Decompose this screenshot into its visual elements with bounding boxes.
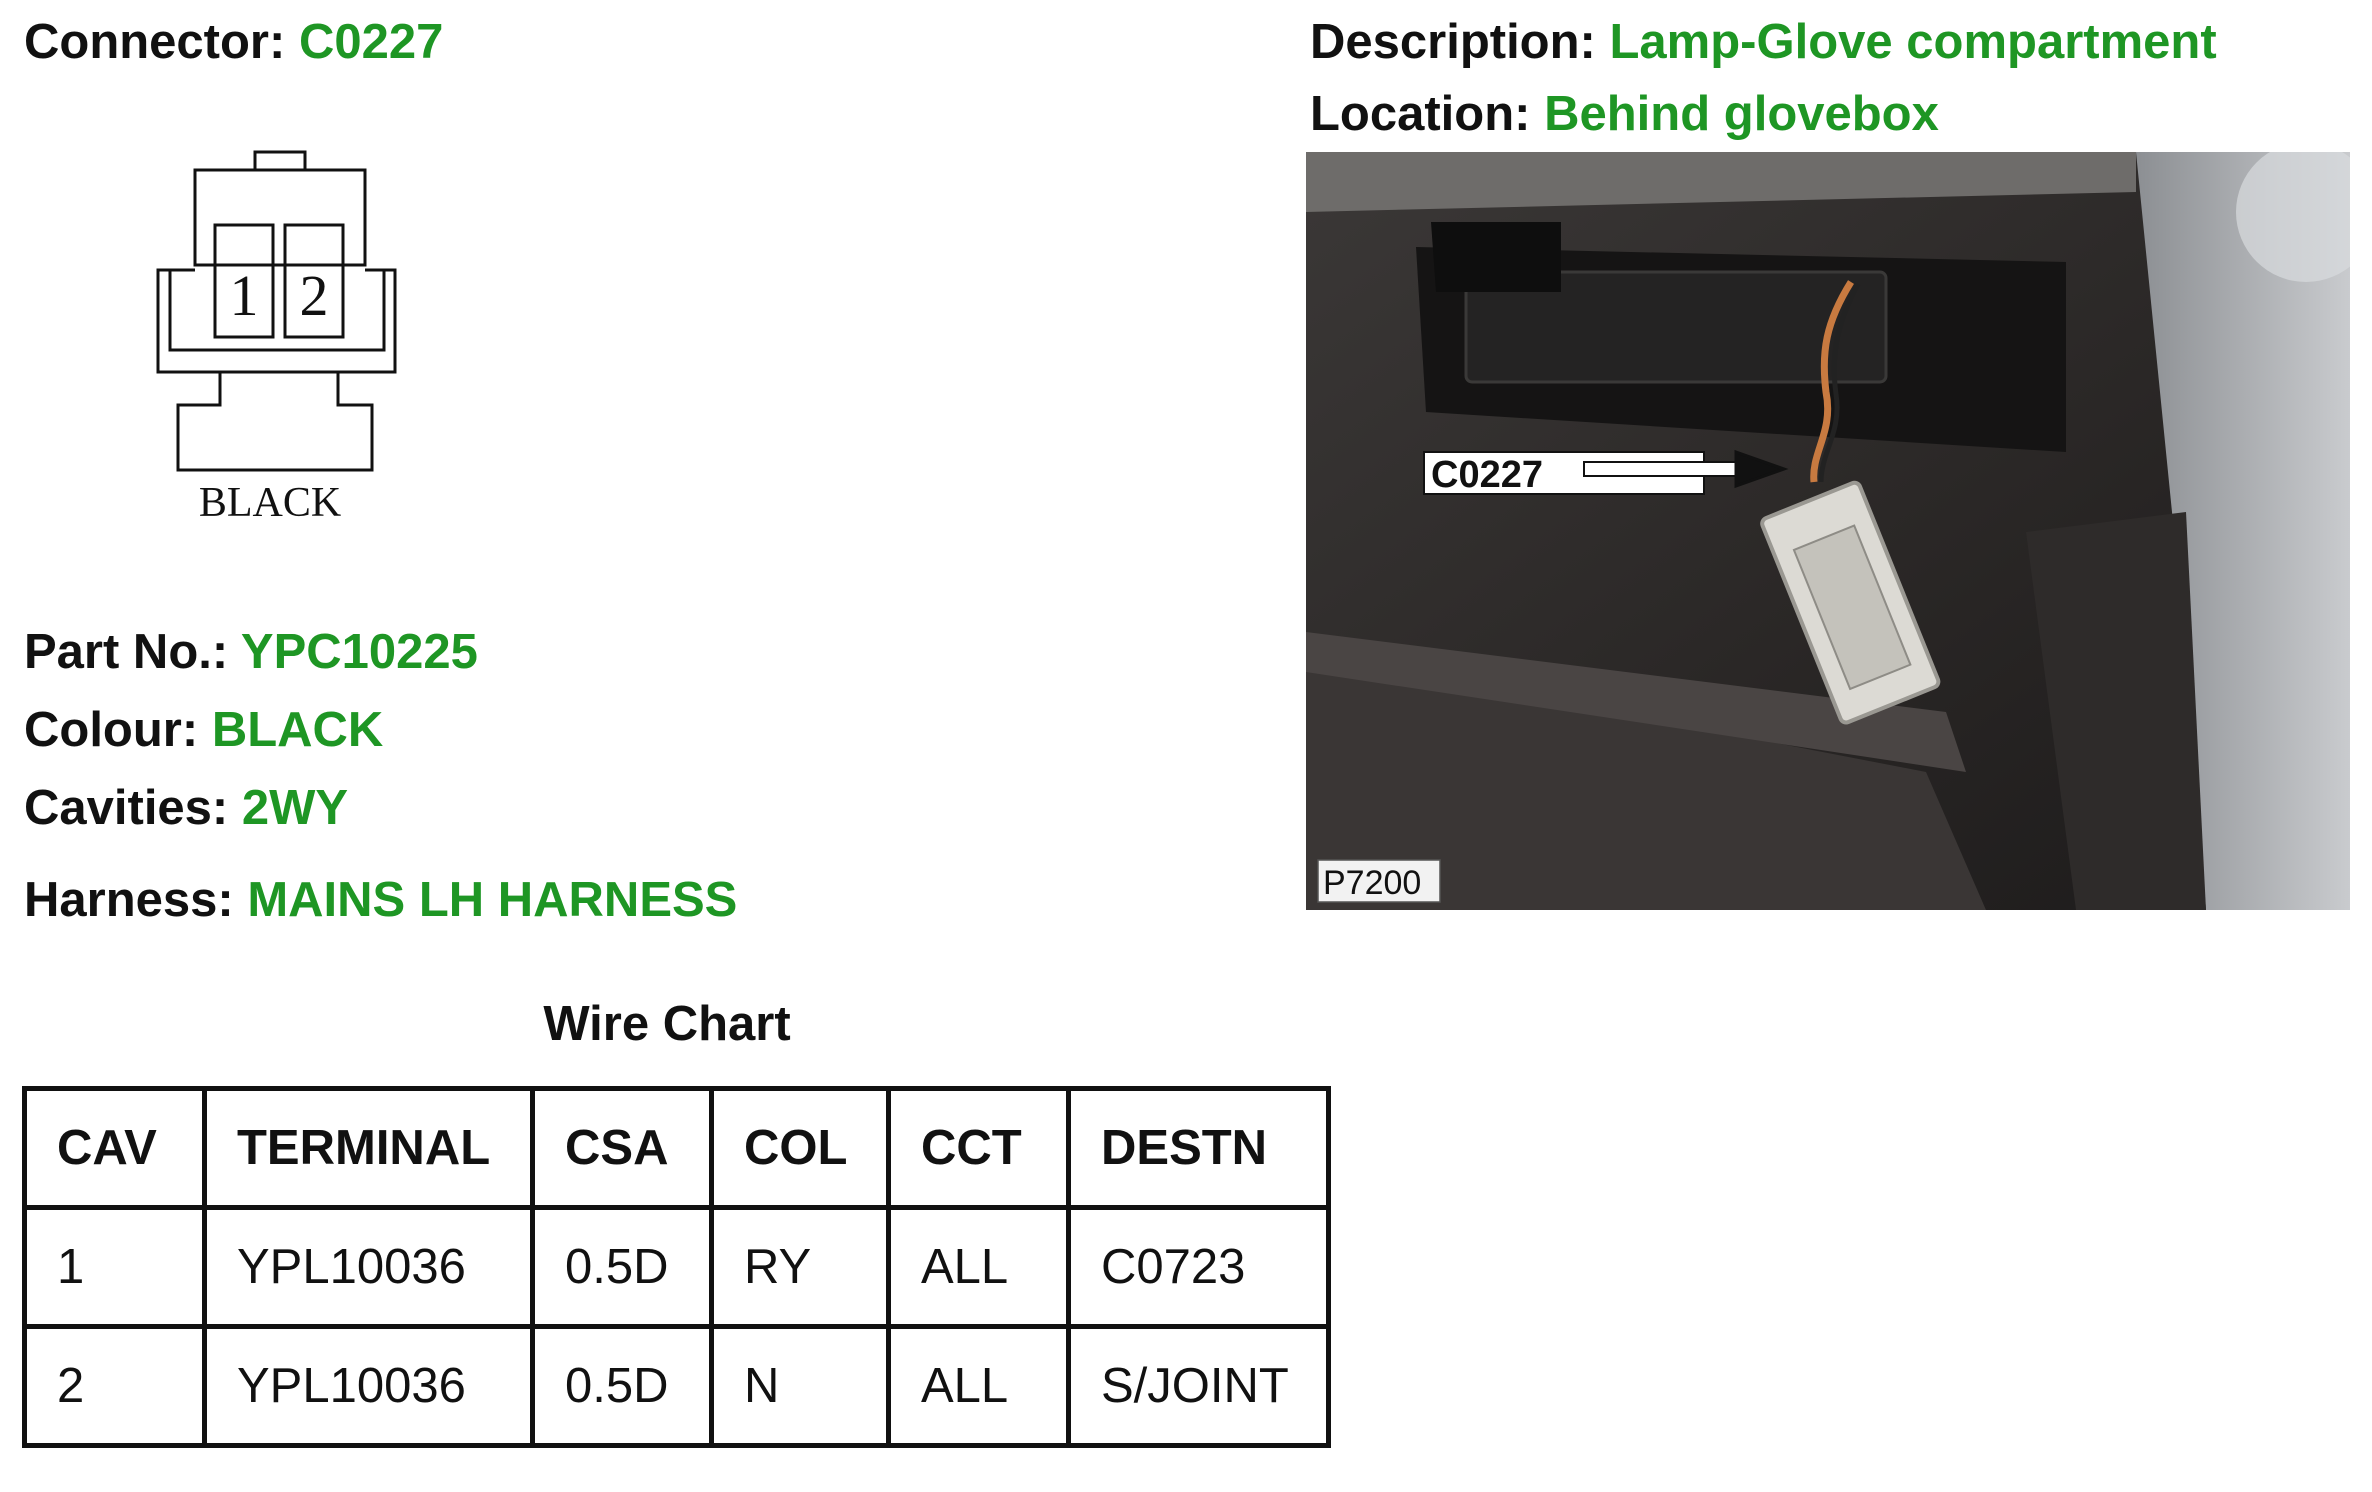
- location-field: Location: Behind glovebox: [1310, 90, 1939, 139]
- cavities-value: 2WY: [241, 781, 349, 835]
- cell-cct: ALL: [886, 1324, 1071, 1448]
- harness-label: Harness:: [24, 873, 234, 927]
- connector-value: C0227: [298, 15, 444, 69]
- dash-trim-panel: [2136, 152, 2350, 910]
- pin-1-label: 1: [230, 263, 259, 328]
- connector-label: Connector:: [24, 15, 286, 69]
- glove-lamp-unit: [1760, 480, 1941, 725]
- cell-cav: 1: [22, 1205, 207, 1329]
- cell-csa: 0.5D: [530, 1324, 714, 1448]
- col-header-col: COL: [709, 1086, 891, 1210]
- table-row: 1 YPL10036 0.5D RY ALL C0723: [22, 1205, 1331, 1329]
- cell-terminal: YPL10036: [202, 1205, 535, 1329]
- pin-cavity-shapes: [213, 223, 345, 339]
- wire-chart-table: CAV TERMINAL CSA COL CCT DESTN 1 YPL1003…: [22, 1086, 1331, 1448]
- photo-reference: P7200: [1323, 864, 1421, 902]
- location-photo: C0227 P7200: [1306, 152, 2350, 910]
- wire-chart-title: Wire Chart: [543, 997, 791, 1051]
- cavities-field: Cavities: 2WY: [24, 784, 348, 833]
- harness-value: MAINS LH HARNESS: [247, 873, 738, 927]
- part-no-value: YPC10225: [240, 625, 478, 679]
- pin-2-label: 2: [300, 263, 329, 328]
- harness-field: Harness: MAINS LH HARNESS: [24, 876, 737, 925]
- location-value: Behind glovebox: [1544, 87, 1939, 141]
- col-header-csa: CSA: [530, 1086, 714, 1210]
- cell-destn: C0723: [1066, 1205, 1331, 1329]
- description-label: Description:: [1310, 15, 1596, 69]
- part-no-field: Part No.: YPC10225: [24, 628, 478, 677]
- cell-cav: 2: [22, 1324, 207, 1448]
- cell-cct: ALL: [886, 1205, 1071, 1329]
- connector-diagram: 1 2 BLACK: [156, 150, 397, 526]
- description-value: Lamp-Glove compartment: [1609, 15, 2217, 69]
- cell-col: N: [709, 1324, 891, 1448]
- colour-value: BLACK: [211, 703, 384, 757]
- cell-terminal: YPL10036: [202, 1324, 535, 1448]
- cavities-label: Cavities:: [24, 781, 229, 835]
- photo-callout-label: C0227: [1431, 454, 1543, 496]
- location-label: Location:: [1310, 87, 1531, 141]
- colour-label: Colour:: [24, 703, 199, 757]
- wire-chart-header-row: CAV TERMINAL CSA COL CCT DESTN: [22, 1086, 1331, 1210]
- cell-csa: 0.5D: [530, 1205, 714, 1329]
- callout-arrow: [1583, 449, 1789, 489]
- cell-destn: S/JOINT: [1066, 1324, 1331, 1448]
- col-header-destn: DESTN: [1066, 1086, 1331, 1210]
- connector-field: Connector: C0227: [24, 18, 443, 67]
- cell-col: RY: [709, 1205, 891, 1329]
- col-header-terminal: TERMINAL: [202, 1086, 535, 1210]
- diagram-colour-text: BLACK: [199, 480, 341, 526]
- col-header-cct: CCT: [886, 1086, 1071, 1210]
- table-row: 2 YPL10036 0.5D N ALL S/JOINT: [22, 1324, 1331, 1448]
- description-field: Description: Lamp-Glove compartment: [1310, 18, 2217, 67]
- colour-field: Colour: BLACK: [24, 706, 383, 755]
- part-no-label: Part No.:: [24, 625, 229, 679]
- col-header-cav: CAV: [22, 1086, 207, 1210]
